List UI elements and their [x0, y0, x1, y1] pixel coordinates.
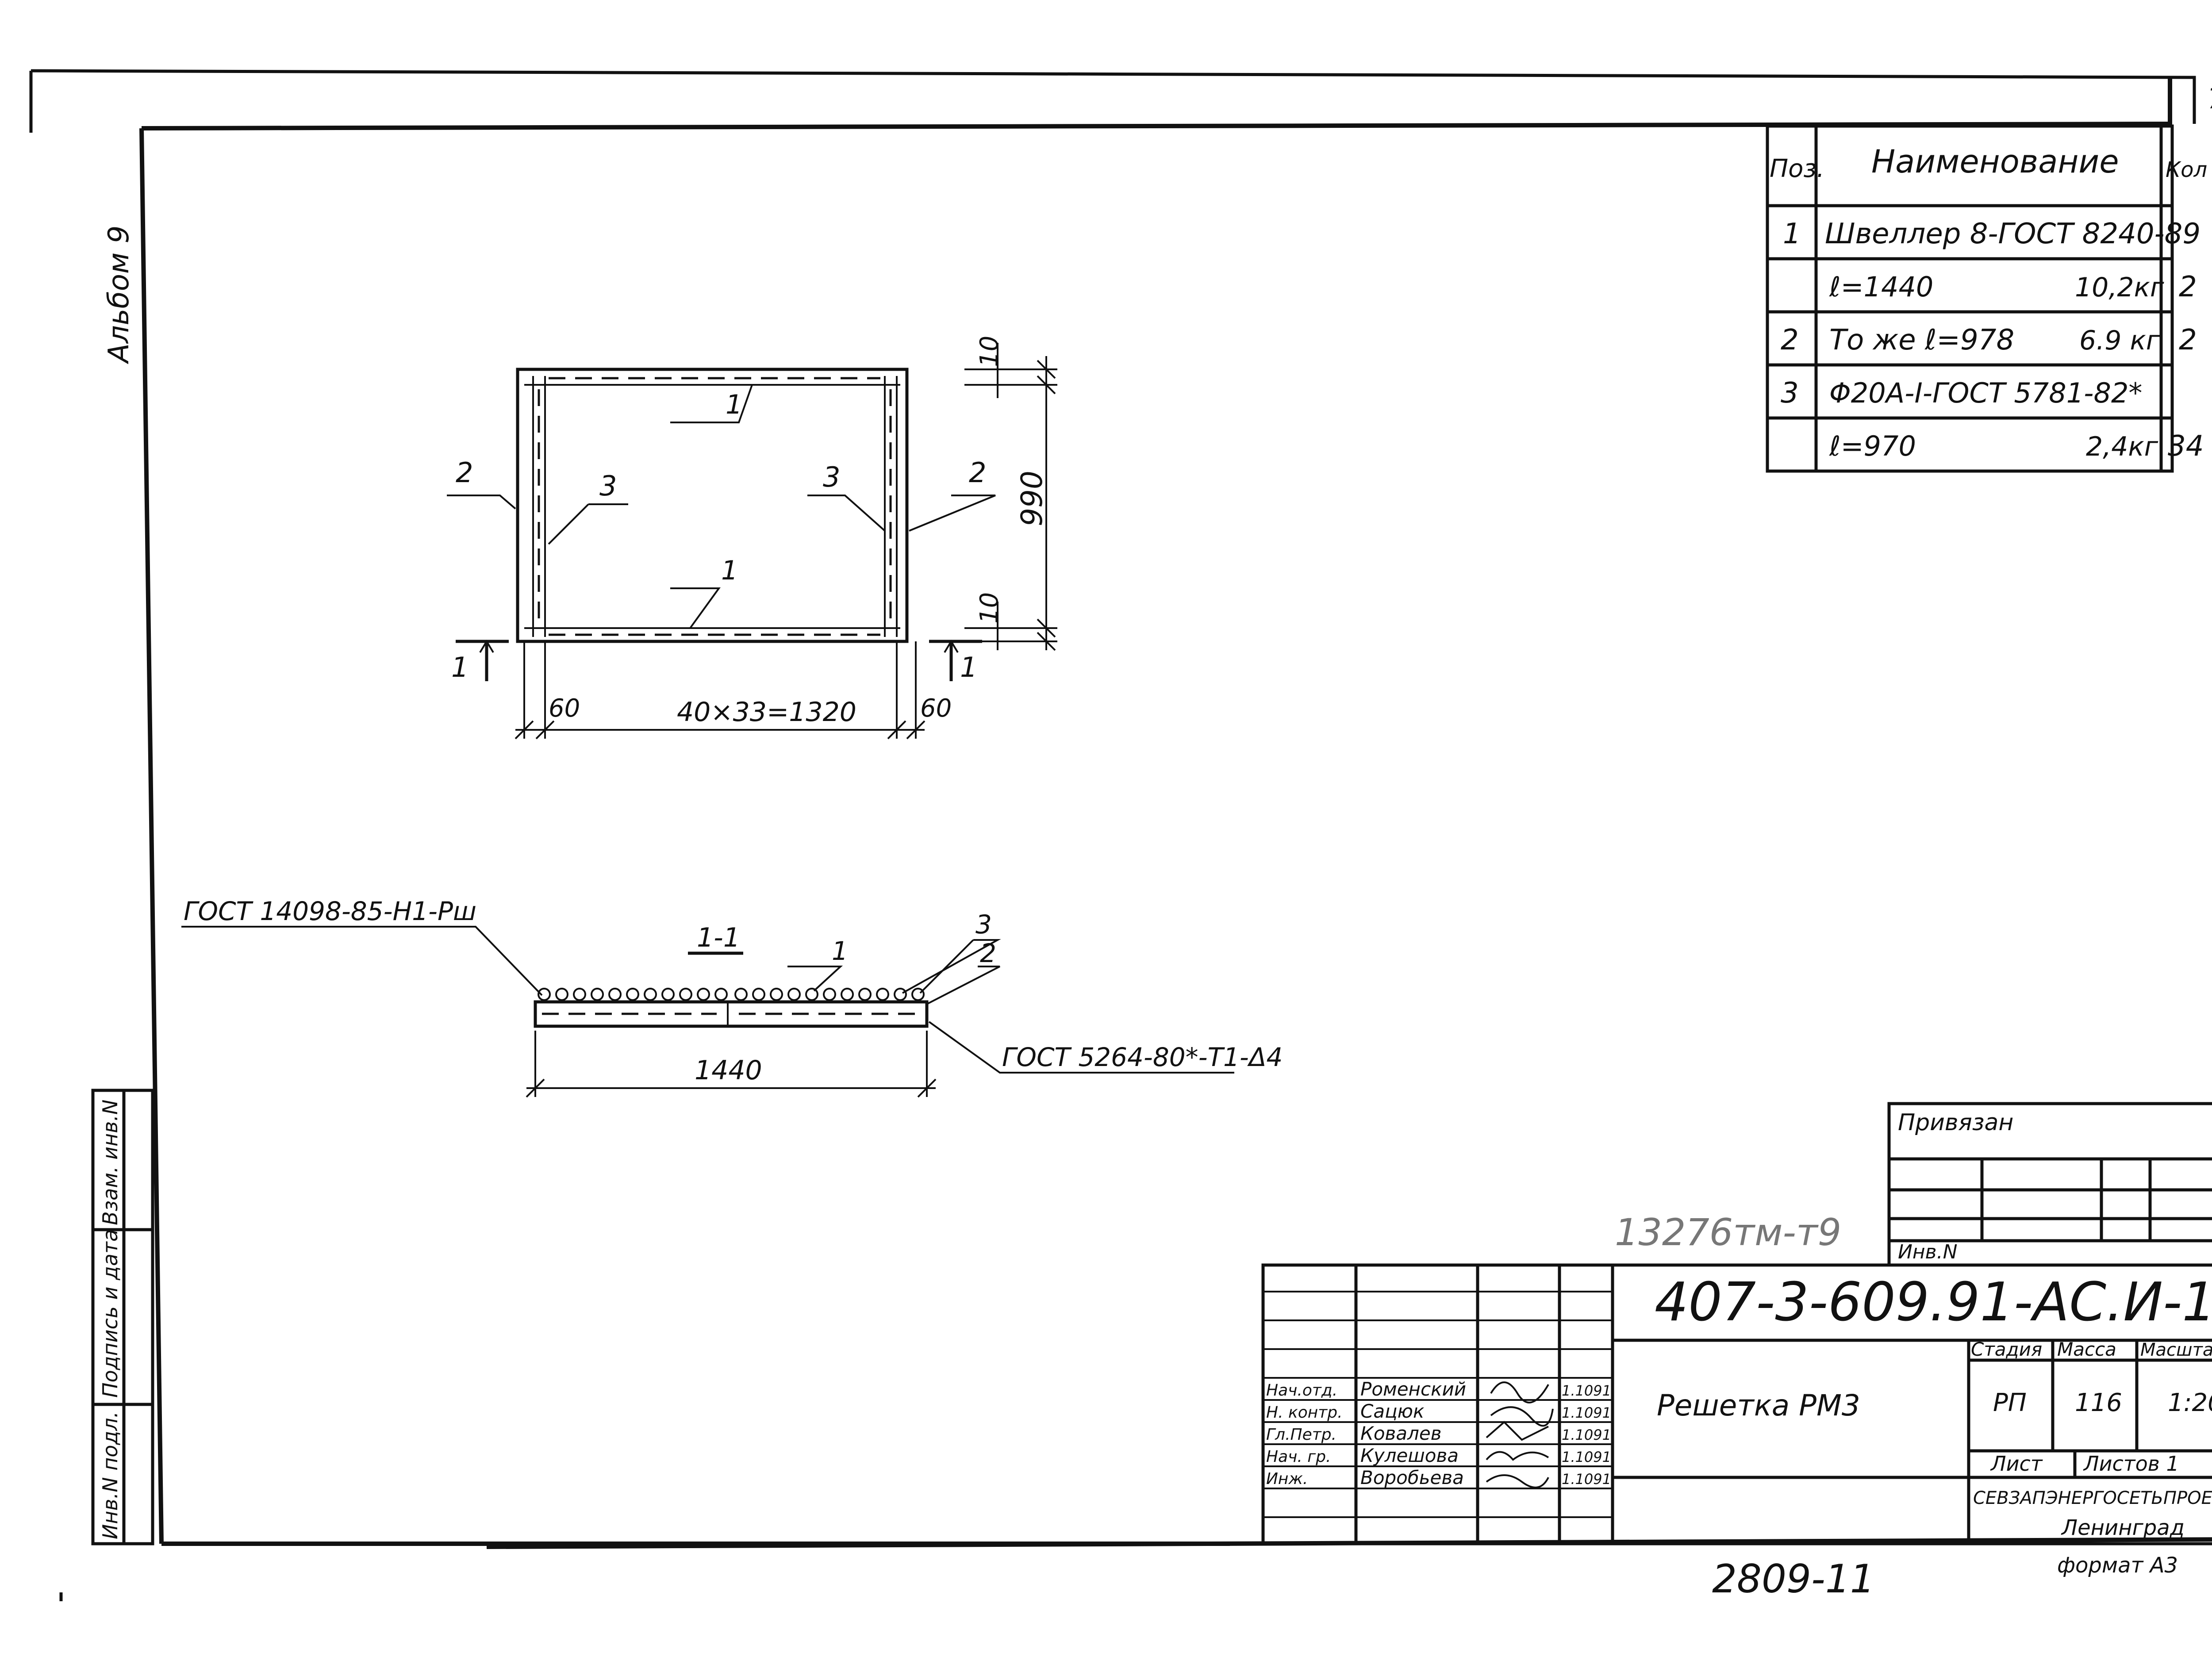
side-label-inv: Инв.N подл. [98, 1411, 122, 1539]
signature [1486, 1474, 1549, 1488]
signer-row: Нач. гр. Кулешова 1.1091 [1266, 1445, 1611, 1466]
plan-view [447, 343, 1057, 740]
callout-1-bottom: 1 [721, 555, 738, 586]
spec-row-3: 2 То же ℓ=978 6.9 кг 2 [1781, 324, 2197, 357]
callout-3-right: 3 [823, 461, 840, 493]
spec-header-pos: Поз. [1770, 154, 1824, 183]
signer-role: Н. контр. [1266, 1404, 1343, 1422]
spec-row-4: 3 Φ20А-I-ГОСТ 5781-82* [1781, 377, 2142, 410]
spec-row-1: 1 Швеллер 8-ГОСТ 8240-89 [1783, 218, 2200, 250]
mass-label: Масса [2057, 1338, 2116, 1360]
spec-table [1766, 124, 2174, 473]
spec-qty: 2 [2179, 324, 2197, 357]
spec-row-5: ℓ=970 2,4кг 34 [1829, 430, 2204, 463]
signer-date: 1.1091 [1562, 1471, 1611, 1488]
signer-date: 1.1091 [1562, 1404, 1611, 1421]
dim-top: 10 [975, 336, 1004, 367]
drawing-name: Решетка РМ3 [1657, 1388, 1860, 1423]
spec-pos: 1 [1783, 218, 1801, 250]
stage-label: Стадия [1971, 1338, 2042, 1360]
signer-name: Кулешова [1360, 1445, 1459, 1466]
org-city: Ленинград [2061, 1515, 2185, 1540]
spec-mass: 10,2кг [2075, 272, 2164, 303]
spec-pos: 3 [1781, 377, 1799, 410]
section-callout-1: 1 [832, 936, 848, 966]
spec-qty: 34 [2168, 430, 2204, 463]
signer-name: Воробьева [1360, 1467, 1464, 1488]
signer-role: Инж. [1266, 1470, 1308, 1488]
stage-value: РП [1993, 1388, 2027, 1417]
signature [1486, 1451, 1549, 1461]
side-label-replace: Взам. инв.N [98, 1100, 122, 1225]
signature [1490, 1381, 1549, 1404]
sheet-label: Лист [1990, 1452, 2043, 1476]
spec-row-2: ℓ=1440 10,2кг 2 [1829, 271, 2197, 303]
dim-bottom: 10 [975, 592, 1004, 624]
signer-date: 1.1091 [1562, 1427, 1611, 1443]
org-name: СЕВЗАПЭНЕРГОСЕТЬПРОЕКТ [1973, 1488, 2212, 1508]
weld-label-right: ГОСТ 5264-80*-Т1-Δ4 [1002, 1042, 1283, 1072]
rebar-circles [538, 988, 925, 1001]
spec-name: Швеллер 8-ГОСТ 8240-89 [1825, 218, 2200, 250]
format-label: формат А3 [2057, 1553, 2178, 1578]
section-mark-left: 1 [451, 651, 469, 683]
signer-name: Роменский [1360, 1378, 1466, 1400]
section-mark-right: 1 [960, 651, 977, 683]
signer-date: 1.1091 [1562, 1449, 1611, 1465]
signature [1490, 1406, 1554, 1427]
archive-number: 13276тм-т9 [1615, 1211, 1841, 1254]
section-callout-2: 2 [980, 938, 996, 968]
section-dim-length: 1440 [695, 1055, 762, 1086]
spec-name: Φ20А-I-ГОСТ 5781-82* [1829, 377, 2142, 409]
scale-label: Масштаб [2140, 1340, 2212, 1360]
spec-qty: 2 [2179, 271, 2197, 303]
signer-role: Нач.отд. [1266, 1381, 1337, 1400]
dim-height: 990 [1015, 471, 1049, 526]
signer-name: Сацюк [1360, 1400, 1425, 1422]
signer-date: 1.1091 [1562, 1382, 1611, 1399]
signer-role: Нач. гр. [1266, 1448, 1331, 1466]
signer-row: Н. контр. Сацюк 1.1091 [1266, 1400, 1611, 1427]
mass-value: 116 [2075, 1388, 2122, 1417]
spec-mass: 2,4кг [2086, 431, 2158, 462]
bottom-number: 2809-11 [1712, 1556, 1875, 1602]
title-block [1261, 1263, 2212, 1545]
inv-label: Инв.N [1898, 1241, 1958, 1263]
signer-row: Инж. Воробьева 1.1091 [1266, 1467, 1611, 1488]
signer-row: Нач.отд. Роменский 1.1091 [1266, 1378, 1611, 1404]
side-strip [91, 1089, 154, 1545]
spec-name: ℓ=970 [1829, 430, 1916, 462]
section-callout-3: 3 [975, 909, 992, 940]
callout-3-left: 3 [599, 470, 617, 502]
signer-name: Ковалев [1360, 1423, 1441, 1444]
callout-2-right: 2 [969, 456, 986, 489]
weld-label-left: ГОСТ 14098-85-Н1-Рш [184, 896, 476, 926]
spec-mass: 6.9 кг [2079, 325, 2160, 356]
scale-value: 1:20 [2168, 1388, 2212, 1417]
section-view [181, 926, 1234, 1098]
callout-1-top: 1 [726, 389, 742, 420]
signature [1486, 1421, 1549, 1441]
callout-2-left: 2 [456, 456, 473, 489]
signer-row: Гл.Петр. Ковалев 1.1091 [1266, 1421, 1611, 1444]
doc-code: 407-3-609.91-АС.И-101 [1655, 1272, 2212, 1333]
spec-pos: 2 [1781, 324, 1799, 357]
signer-role: Гл.Петр. [1266, 1426, 1336, 1444]
page-number: 78 [2208, 83, 2212, 115]
side-label-sign: Подпись и дата [98, 1229, 122, 1398]
sheets-label: Листов 1 [2083, 1452, 2179, 1476]
dim-mid: 40×33=1320 [677, 697, 856, 728]
spec-name: ℓ=1440 [1829, 271, 1933, 303]
linked-label: Привязан [1898, 1109, 2013, 1136]
spec-header-qty: Кол [2166, 157, 2207, 182]
spec-header-name: Наименование [1871, 143, 2119, 180]
dim-right: 60 [920, 694, 952, 723]
dim-left: 60 [549, 694, 580, 723]
section-title: 1-1 [697, 922, 740, 953]
spec-name: То же ℓ=978 [1829, 324, 2014, 357]
album-label: Альбом 9 [103, 226, 135, 364]
